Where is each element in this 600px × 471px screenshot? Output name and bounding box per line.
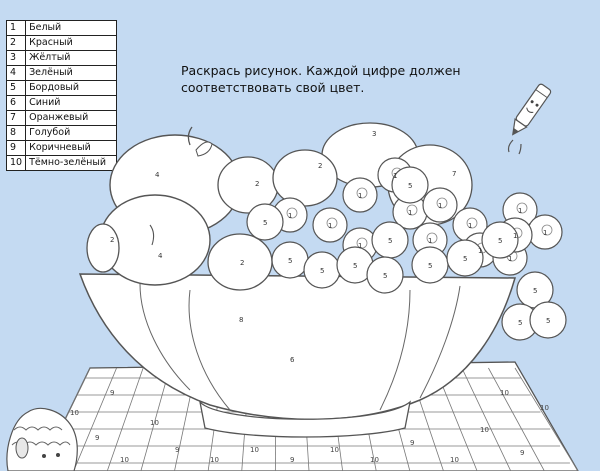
tablecloth-label: 9 [410, 439, 414, 447]
region-label: 1 [468, 222, 472, 230]
strawberry [272, 149, 338, 207]
legend-number: 10 [5, 155, 27, 171]
region-label: 1 [328, 222, 332, 230]
region-label: 1 [393, 172, 397, 180]
region-label: 5 [388, 237, 392, 245]
region-label: 1 [288, 212, 292, 220]
tablecloth-labels: 10 9 10 10 9 10 10 9 10 10 9 10 10 9 10 10 9 [70, 389, 549, 464]
grape-dark [246, 203, 284, 241]
region-label: 1 [408, 209, 412, 217]
bowl [78, 273, 516, 438]
region-label: 1 [358, 242, 362, 250]
region-label: 8 [239, 316, 243, 324]
region-label: 5 [428, 262, 432, 270]
region-label: 4 [155, 171, 160, 179]
region-label: 1 [438, 202, 442, 210]
region-label: 1 [513, 232, 517, 240]
region-label: 2 [240, 259, 244, 267]
region-label: 1 [358, 192, 362, 200]
character-mascot [6, 407, 78, 471]
instruction-text: Раскрась рисунок. Каждой цифре должен со… [181, 62, 461, 96]
region-label: 2 [318, 162, 322, 170]
grape-white [312, 207, 348, 243]
grape-white [342, 177, 378, 213]
tablecloth-label: 9 [110, 389, 114, 397]
tablecloth-label: 9 [520, 449, 524, 457]
region-label: 5 [546, 317, 550, 325]
region-label: 5 [353, 262, 357, 270]
region-label: 2 [255, 180, 259, 188]
region-label: 1 [478, 247, 482, 255]
region-label: 1 [518, 207, 522, 215]
mascot-ear [15, 437, 29, 459]
legend-number: 3 [5, 50, 27, 66]
mascot-eye [42, 454, 46, 458]
tablecloth-label: 10 [150, 419, 159, 427]
region-label: 5 [320, 267, 324, 275]
grape-dark [481, 221, 519, 259]
tablecloth-label: 10 [540, 404, 549, 412]
tablecloth-label: 9 [290, 456, 294, 464]
region-label: 5 [518, 319, 522, 327]
region-label: 5 [263, 219, 267, 227]
tablecloth-label: 10 [70, 409, 79, 417]
grape-dark [529, 301, 567, 339]
region-label: 5 [383, 272, 387, 280]
region-label: 1 [543, 229, 547, 237]
strawberry [86, 223, 120, 273]
legend-number: 9 [5, 140, 27, 156]
tablecloth-label: 10 [500, 389, 509, 397]
region-label: 1 [508, 255, 512, 263]
legend-number: 2 [5, 35, 27, 51]
region-label: 5 [533, 287, 537, 295]
region-number-labels: 4 4 3 7 2 2 2 2 8 6 1 1 1 1 1 1 1 1 1 1 1 1 1 1 5 5 5 5 5 5 5 5 5 5 5 5 5 [110, 130, 550, 364]
region-label: 5 [463, 255, 467, 263]
instruction-line: соответствовать свой цвет. [181, 80, 365, 95]
region-label: 6 [290, 356, 295, 364]
grape-white [422, 187, 458, 223]
region-label: 5 [498, 237, 502, 245]
tablecloth-label: 10 [250, 446, 259, 454]
region-label: 3 [372, 130, 376, 138]
grape-dark [446, 239, 484, 277]
tablecloth-label: 10 [370, 456, 379, 464]
tablecloth-label: 10 [120, 456, 129, 464]
mascot-eye [56, 453, 60, 457]
tablecloth-label: 10 [450, 456, 459, 464]
region-label: 5 [408, 182, 412, 190]
grape-dark [366, 256, 404, 294]
region-label: 7 [452, 170, 456, 178]
bowl-base [198, 399, 411, 438]
grapes [246, 157, 567, 341]
instruction-line: Раскрась рисунок. Каждой цифре должен [181, 63, 461, 78]
tablecloth-label: 9 [95, 434, 99, 442]
fruits [86, 122, 567, 341]
tablecloth-label: 9 [175, 446, 179, 454]
tablecloth-label: 10 [480, 426, 489, 434]
pencil-icon [507, 83, 552, 155]
tablecloth-label: 10 [210, 456, 219, 464]
tablecloth-label: 10 [330, 446, 339, 454]
region-label: 5 [288, 257, 292, 265]
region-label: 2 [110, 236, 114, 244]
region-label: 4 [158, 252, 163, 260]
grape-dark [391, 166, 429, 204]
region-label: 1 [428, 237, 432, 245]
